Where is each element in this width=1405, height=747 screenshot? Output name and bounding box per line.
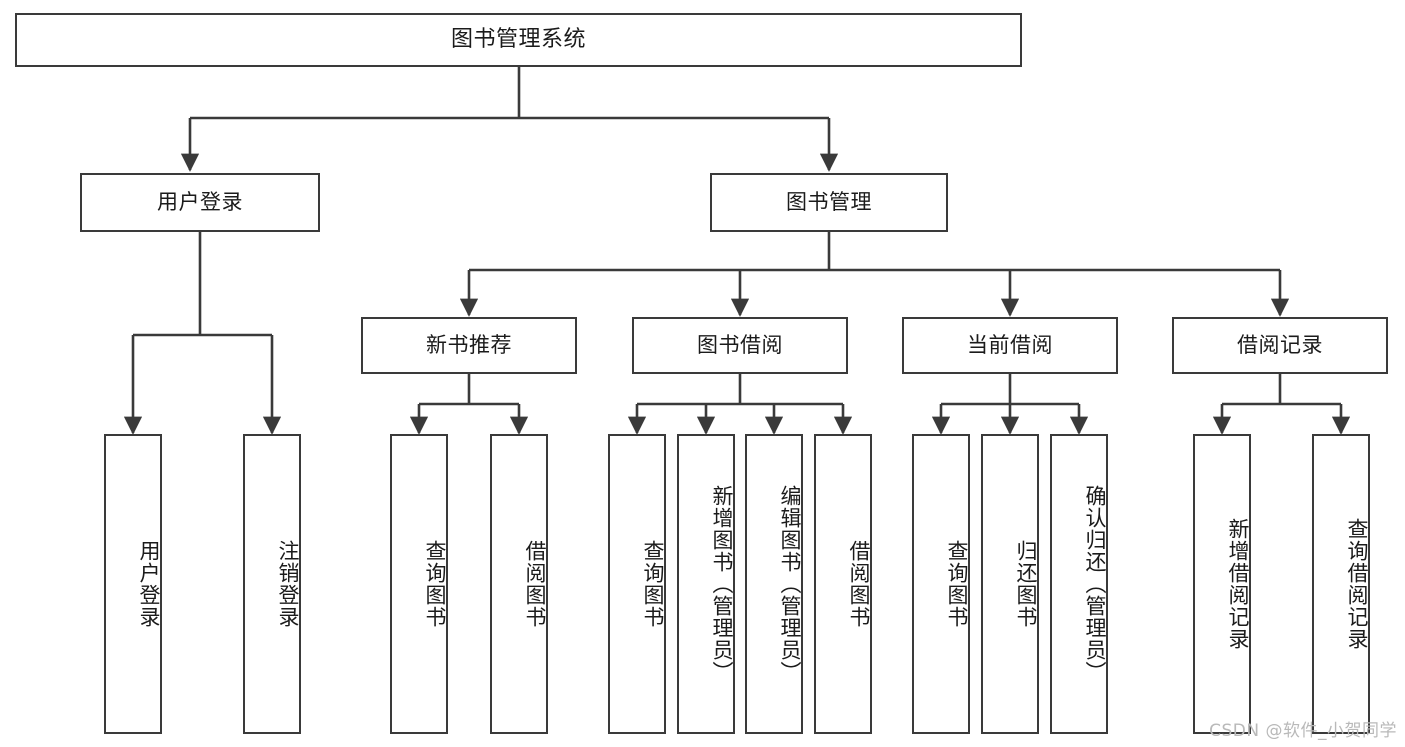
node-leaf-user-login-login[interactable]: 用户登录 — [104, 434, 162, 734]
node-user-login[interactable]: 用户登录 — [80, 173, 320, 232]
node-book-manage[interactable]: 图书管理 — [710, 173, 948, 232]
node-leaf-book-borrow-borrow[interactable]: 借阅图书 — [814, 434, 872, 734]
node-leaf-new-book-borrow[interactable]: 借阅图书 — [490, 434, 548, 734]
node-user-login-label: 用户登录 — [157, 190, 243, 215]
node-new-book-recommend-label: 新书推荐 — [426, 333, 512, 358]
node-leaf-label: 查询图书 — [423, 540, 447, 628]
node-leaf-label: 确认归还（管理员） — [1083, 485, 1107, 683]
node-book-borrow-label: 图书借阅 — [697, 333, 783, 358]
node-leaf-label: 编辑图书（管理员） — [778, 485, 802, 683]
node-leaf-label: 归还图书 — [1014, 540, 1038, 628]
node-leaf-label: 新增借阅记录 — [1226, 518, 1250, 650]
node-current-borrow[interactable]: 当前借阅 — [902, 317, 1118, 374]
node-leaf-book-borrow-query[interactable]: 查询图书 — [608, 434, 666, 734]
node-leaf-new-book-query[interactable]: 查询图书 — [390, 434, 448, 734]
node-new-book-recommend[interactable]: 新书推荐 — [361, 317, 577, 374]
node-borrow-record-label: 借阅记录 — [1237, 333, 1323, 358]
node-leaf-book-borrow-edit[interactable]: 编辑图书（管理员） — [745, 434, 803, 734]
node-leaf-label: 新增图书（管理员） — [710, 485, 734, 683]
node-leaf-book-borrow-add[interactable]: 新增图书（管理员） — [677, 434, 735, 734]
node-leaf-label: 查询借阅记录 — [1345, 518, 1369, 650]
node-root[interactable]: 图书管理系统 — [15, 13, 1022, 67]
node-leaf-current-borrow-query[interactable]: 查询图书 — [912, 434, 970, 734]
node-book-manage-label: 图书管理 — [786, 190, 872, 215]
node-borrow-record[interactable]: 借阅记录 — [1172, 317, 1388, 374]
node-leaf-user-login-logout[interactable]: 注销登录 — [243, 434, 301, 734]
node-current-borrow-label: 当前借阅 — [967, 333, 1053, 358]
node-leaf-current-borrow-return[interactable]: 归还图书 — [981, 434, 1039, 734]
node-leaf-borrow-record-query[interactable]: 查询借阅记录 — [1312, 434, 1370, 734]
node-leaf-label: 查询图书 — [641, 540, 665, 628]
node-leaf-label: 用户登录 — [137, 540, 161, 628]
node-leaf-label: 借阅图书 — [847, 540, 871, 628]
node-leaf-current-borrow-confirm[interactable]: 确认归还（管理员） — [1050, 434, 1108, 734]
node-root-label: 图书管理系统 — [450, 27, 586, 53]
node-leaf-label: 注销登录 — [276, 540, 300, 628]
node-leaf-borrow-record-add[interactable]: 新增借阅记录 — [1193, 434, 1251, 734]
node-leaf-label: 查询图书 — [945, 540, 969, 628]
node-leaf-label: 借阅图书 — [523, 540, 547, 628]
watermark: CSDN @软件_小贺同学 — [1209, 721, 1397, 741]
node-book-borrow[interactable]: 图书借阅 — [632, 317, 848, 374]
